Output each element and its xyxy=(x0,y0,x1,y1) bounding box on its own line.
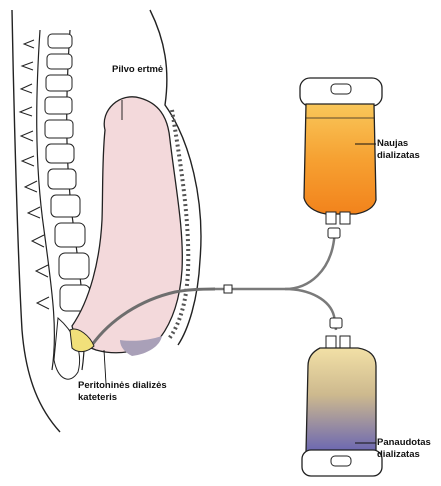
label-catheter-line1: Peritoninės dializės xyxy=(78,380,167,392)
label-fresh-dialysate-line1: Naujas xyxy=(377,138,420,150)
label-used-dialysate-line1: Panaudotas xyxy=(377,437,431,449)
fresh-dialysate-bag xyxy=(300,78,382,224)
label-fresh-dialysate-line2: dializatas xyxy=(377,150,420,162)
label-catheter: Peritoninės dializės kateteris xyxy=(78,380,167,404)
label-abdominal-cavity: Pilvo ertmė xyxy=(112,64,163,76)
label-used-dialysate: Panaudotas dializatas xyxy=(377,437,431,461)
used-dialysate-bag xyxy=(302,336,382,476)
label-fresh-dialysate: Naujas dializatas xyxy=(377,138,420,162)
label-catheter-line2: kateteris xyxy=(78,392,167,404)
abdominal-cavity xyxy=(72,97,182,353)
tube-clamp xyxy=(224,228,342,328)
label-used-dialysate-line2: dializatas xyxy=(377,449,431,461)
tubing xyxy=(215,232,336,330)
